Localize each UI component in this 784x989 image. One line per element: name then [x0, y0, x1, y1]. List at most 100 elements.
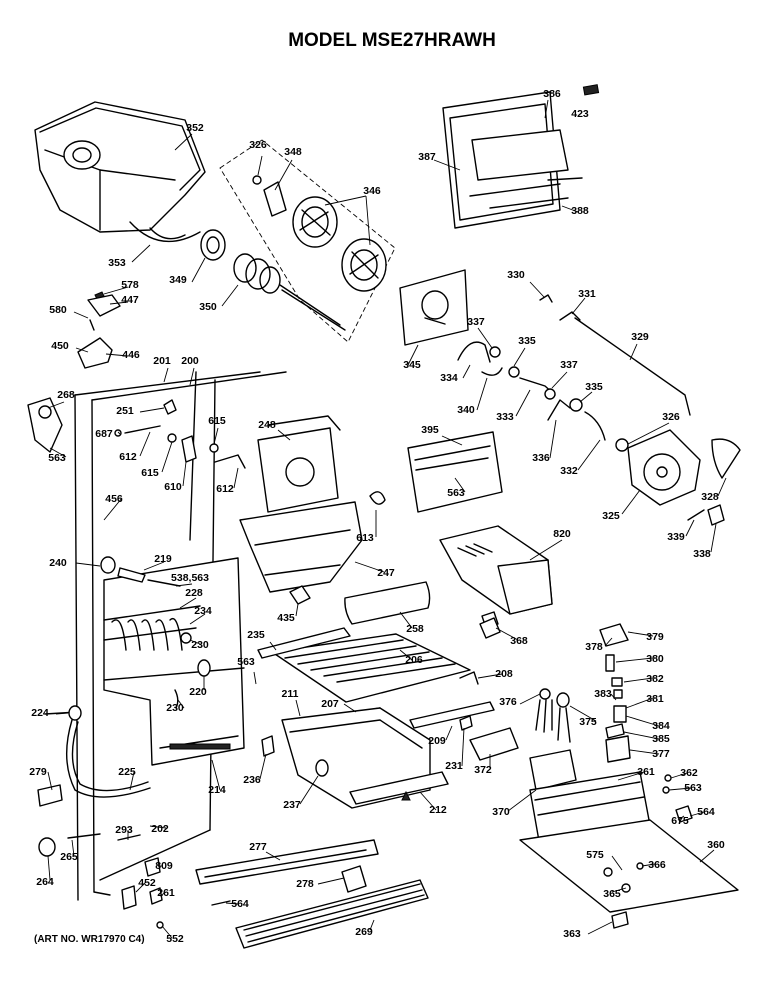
part-number-label: 293 [115, 824, 133, 836]
part-number-label: 261 [157, 887, 175, 899]
control-board-part [407, 431, 503, 513]
bracket-368 [479, 617, 501, 639]
part-number-label: 564 [231, 898, 249, 910]
lower-rail-part [195, 839, 379, 906]
wire-shelf-part [257, 627, 495, 729]
part-number-label: 395 [421, 424, 439, 436]
part-375 [556, 692, 571, 743]
part-number-label: 538,563 [171, 572, 209, 584]
part-number-label: 563 [684, 782, 702, 794]
part-number-label: 228 [185, 587, 203, 599]
part-number-label: 336 [532, 452, 550, 464]
part-number-label: 687 [95, 428, 113, 440]
part-number-label: 382 [646, 673, 664, 685]
control-housing-part [519, 771, 739, 913]
part-number-label: 251 [116, 405, 134, 417]
lower-small-parts [38, 833, 164, 929]
mounting-plate-part [399, 269, 469, 346]
part-number-label: 278 [296, 878, 314, 890]
part-number-label: 375 [579, 716, 597, 728]
part-number-label: 208 [495, 668, 513, 680]
part-number-label: 435 [277, 612, 295, 624]
part-number-label: 337 [467, 316, 485, 328]
leader-lines [47, 99, 727, 939]
wire-harness-376 [535, 688, 553, 733]
part-number-label: 237 [283, 799, 301, 811]
callout-labels: 3523263483463864233873883533493505784475… [29, 88, 725, 945]
relay-370 [529, 749, 577, 791]
model-title: MODEL MSE27HRAWH [288, 30, 496, 51]
part-number-label: 388 [571, 205, 589, 217]
part-number-label: 423 [571, 108, 589, 120]
part-number-label: 202 [151, 823, 169, 835]
part-number-label: 580 [49, 304, 67, 316]
light-socket-parts [100, 556, 181, 587]
part-number-label: 376 [499, 696, 517, 708]
part-number-label: 450 [51, 340, 69, 352]
part-number-label: 447 [121, 294, 139, 306]
part-number-label: 325 [602, 510, 620, 522]
part-number-label: 372 [474, 764, 492, 776]
part-number-label: 563 [48, 452, 66, 464]
part-number-label: 279 [29, 766, 47, 778]
bracket-348 [263, 181, 287, 217]
toe-grille-part [235, 879, 429, 949]
part-number-label: 612 [216, 483, 234, 495]
part-number-label: 809 [155, 860, 173, 872]
part-number-label: 350 [199, 301, 217, 313]
part-number-label: 269 [355, 926, 373, 938]
part-number-label: 552 [166, 933, 184, 945]
part-number-label: 386 [543, 88, 561, 100]
part-number-label: 326 [249, 139, 267, 151]
part-number-label: 219 [154, 553, 172, 565]
washer-326 [252, 175, 262, 185]
part-number-label: 337 [560, 359, 578, 371]
part-number-label: 820 [553, 528, 571, 540]
part-number-label: 212 [429, 804, 447, 816]
part-number-label: 225 [118, 766, 136, 778]
air-duct-shroud-part [239, 415, 386, 593]
part-number-label: 264 [36, 876, 54, 888]
art-number: (ART NO. WR17970 C4) [34, 934, 145, 945]
part-number-label: 563 [237, 656, 255, 668]
evaporator-panel-part [103, 557, 245, 766]
part-number-label: 378 [585, 641, 603, 653]
part-number-label: 201 [153, 355, 171, 367]
part-number-label: 268 [57, 389, 75, 401]
part-number-label: 578 [121, 279, 139, 291]
part-number-label: 456 [105, 493, 123, 505]
part-number-label: 334 [440, 372, 458, 384]
wire-230 [174, 689, 179, 709]
part-number-label: 230 [191, 639, 209, 651]
part-number-label: 338 [693, 548, 711, 560]
part-number-label: 339 [667, 531, 685, 543]
part-number-label: 277 [249, 841, 267, 853]
part-number-label: 446 [122, 349, 140, 361]
part-number-label: 209 [428, 735, 446, 747]
part-number-label: 452 [138, 877, 156, 889]
part-number-label: 200 [181, 355, 199, 367]
part-number-label: 236 [243, 774, 261, 786]
clip-236 [261, 735, 275, 757]
linkage-parts [457, 294, 691, 441]
part-number-label: 368 [510, 635, 528, 647]
part-number-label: 615 [141, 467, 159, 479]
part-363 [611, 911, 629, 929]
part-number-label: 206 [405, 654, 423, 666]
meat-pan-part [281, 707, 449, 809]
part-number-label: 360 [707, 839, 725, 851]
part-number-label: 248 [258, 419, 276, 431]
part-number-label: 265 [60, 851, 78, 863]
part-number-label: 330 [507, 269, 525, 281]
part-number-label: 353 [108, 257, 126, 269]
part-number-label: 563 [447, 487, 465, 499]
part-number-label: 363 [563, 928, 581, 940]
auger-parts [200, 229, 346, 331]
part-number-label: 211 [282, 688, 299, 700]
part-number-label: 613 [356, 532, 374, 544]
control-knob-parts [599, 623, 631, 763]
drain-tube-part [37, 705, 151, 807]
spring-208 [459, 671, 479, 685]
part-number-label: 234 [194, 605, 212, 617]
